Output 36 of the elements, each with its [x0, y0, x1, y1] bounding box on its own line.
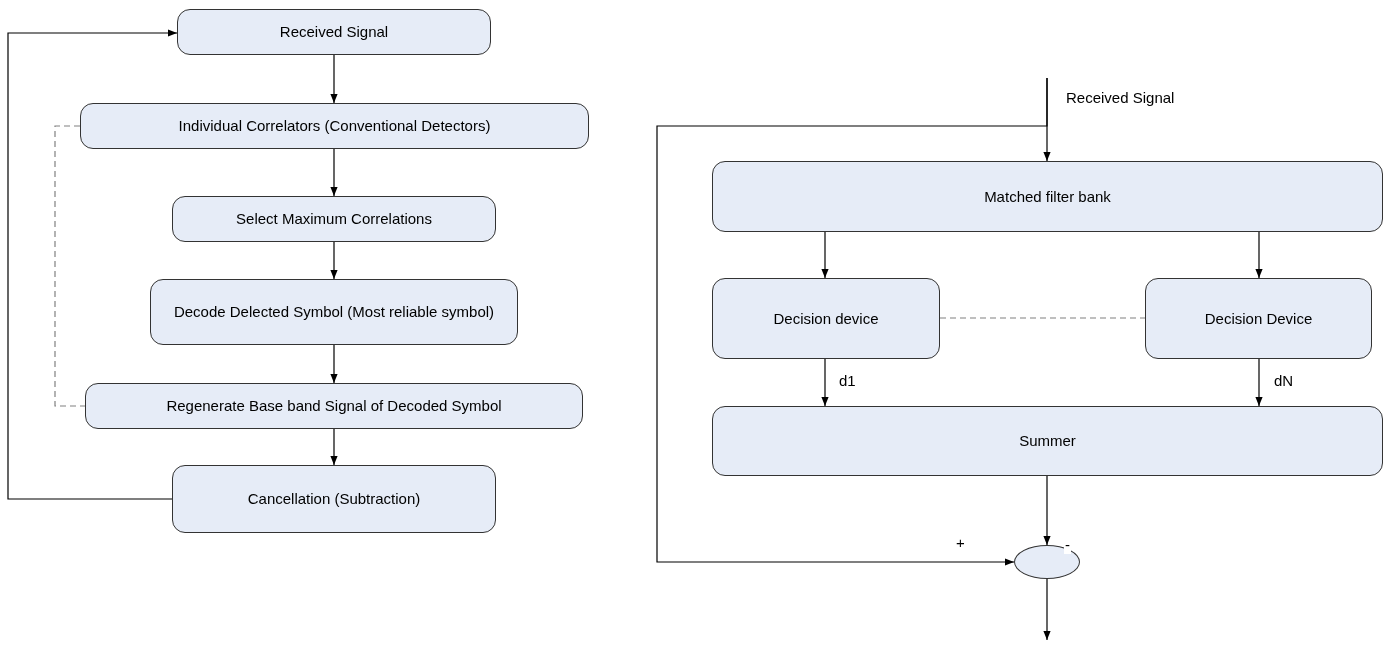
process-box [712, 278, 940, 359]
arrow [330, 54, 338, 104]
process-box [85, 383, 583, 429]
process-box [80, 103, 589, 149]
arrow [656, 77, 1048, 566]
dashed-connector [54, 125, 86, 407]
process-box [172, 465, 496, 533]
node-label: Cancellation (Subtraction) [246, 490, 422, 508]
process-box [177, 9, 491, 55]
arrow [7, 29, 178, 500]
process-box [1145, 278, 1372, 359]
node-label: Decision Device [1203, 309, 1314, 328]
process-box [150, 279, 518, 345]
arrow [1255, 358, 1263, 407]
edge-label: Received Signal [1065, 90, 1176, 107]
node-label: Decision device [772, 309, 880, 328]
node-label: Received Signal [278, 23, 390, 41]
process-box [712, 406, 1383, 476]
node-label: Summer [1018, 432, 1077, 450]
arrow [330, 148, 338, 197]
node-label: Decode Delected Symbol (Most reliable symbol) [172, 303, 496, 321]
arrow [821, 231, 829, 279]
arrow [1255, 231, 1263, 279]
node-label: Select Maximum Correlations [235, 210, 433, 228]
arrow [330, 344, 338, 384]
node-label: Regenerate Base band Signal of Decoded Symbol [165, 397, 503, 415]
arrow [330, 241, 338, 280]
arrow [1043, 578, 1051, 641]
process-box [172, 196, 496, 242]
arrow [330, 428, 338, 466]
node-label: Matched filter bank [983, 187, 1112, 206]
node-label: Individual Correlators (Conventional Detectors) [177, 117, 492, 135]
arrow [821, 358, 829, 407]
dashed-connector [939, 317, 1146, 319]
process-box [712, 161, 1383, 232]
arrow [1043, 475, 1051, 546]
